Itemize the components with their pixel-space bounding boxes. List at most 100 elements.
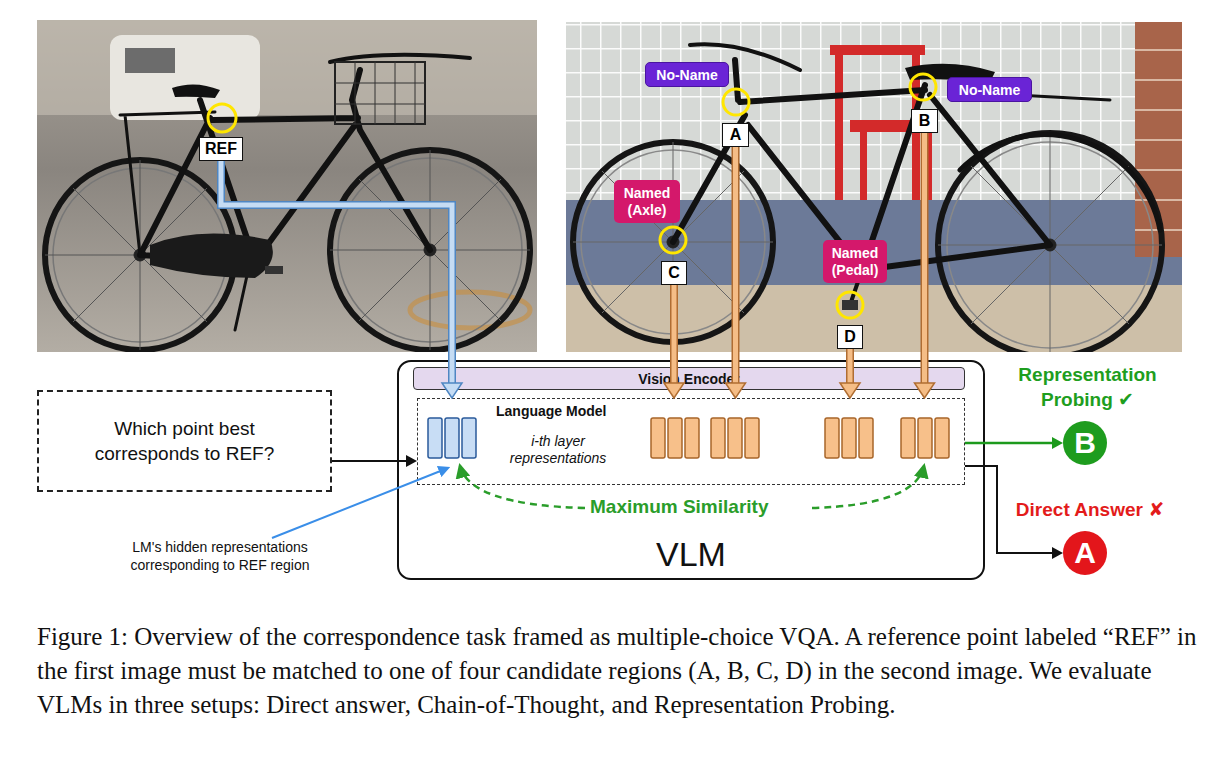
bicycle-wheel xyxy=(573,133,1162,352)
candidate-representation-bars-part xyxy=(918,418,932,458)
arrow-outline xyxy=(221,161,452,384)
candidate-representation-bars-part xyxy=(825,418,839,458)
bicycle-frame xyxy=(673,44,1160,305)
ref-marker xyxy=(208,104,236,132)
candidate-representation-bars-part xyxy=(651,418,665,458)
candidate-marker-part xyxy=(660,227,686,253)
arrow-body xyxy=(733,147,738,384)
figure-caption: Figure 1: Overview of the correspondence… xyxy=(37,620,1202,722)
ref-representation-bars xyxy=(428,418,476,458)
candidate-marker xyxy=(660,74,936,318)
bicycle-frame xyxy=(120,55,470,330)
no-name-tag: No-Name xyxy=(645,62,729,87)
point-label: B xyxy=(911,109,938,133)
question-box: Which point best corresponds to REF? xyxy=(37,390,332,492)
bicycle-frame-part xyxy=(335,62,425,124)
connector-arrow xyxy=(840,349,860,398)
vlm-box: VLM Vision EncoderLanguage Model i-th laye… xyxy=(397,360,985,580)
connector-arrow xyxy=(726,147,746,398)
node-text: Language Model xyxy=(496,403,606,419)
candidate-representation-bars-part xyxy=(685,418,699,458)
node-text: B xyxy=(919,112,931,130)
bicycle-frame-part xyxy=(960,135,1160,230)
ref-representation-bars-part xyxy=(445,418,459,458)
node-text: Named (Pedal) xyxy=(827,245,883,279)
arrow-outline xyxy=(670,285,678,384)
answer-circle: B xyxy=(1063,421,1107,465)
arrow-head xyxy=(840,383,860,398)
arrow-outline xyxy=(732,147,740,384)
node-text: Vision Encoder xyxy=(638,371,740,387)
brick-mortar xyxy=(1135,50,1182,230)
similarity-arrow xyxy=(460,466,585,508)
node-text: C xyxy=(668,264,680,282)
arrow-body xyxy=(922,133,927,384)
node-text: Named (Axle) xyxy=(618,185,676,219)
named-tag: Named (Pedal) xyxy=(823,240,887,283)
candidate-representation-bars-part xyxy=(728,418,742,458)
ref-representation-bars-part xyxy=(428,418,442,458)
node-text: A xyxy=(1074,536,1096,570)
node-text: REF xyxy=(205,140,237,158)
vision-encoder-band: Vision Encoder xyxy=(413,367,965,390)
red-chairs-part xyxy=(835,55,843,215)
candidate-representation-bars-part xyxy=(935,418,949,458)
point-label: C xyxy=(661,261,687,285)
point-label: REF xyxy=(199,137,243,161)
answer-circle: A xyxy=(1063,531,1107,575)
node-text: i-th layer representations xyxy=(502,433,614,467)
arrow-head xyxy=(406,455,417,467)
arrow-head xyxy=(664,383,684,398)
node-text: VLM xyxy=(399,535,983,574)
arrow-body xyxy=(965,442,1053,445)
candidate-marker-part xyxy=(837,292,863,318)
edge-label: Direct Answer ✘ xyxy=(995,497,1185,522)
point-label: A xyxy=(722,123,749,147)
arrow-body xyxy=(672,285,677,384)
node-text: B xyxy=(1074,426,1096,460)
red-chairs-part xyxy=(830,45,925,55)
bicycle-frame-part xyxy=(120,112,215,255)
bicycle-saddle xyxy=(172,84,220,98)
bicycle-frame-part xyxy=(673,60,1050,270)
chain-guard xyxy=(150,234,273,278)
no-name-tag: No-Name xyxy=(947,77,1032,102)
bicycle-frame-part xyxy=(330,55,470,62)
candidate-marker-part xyxy=(723,89,749,115)
bicycle-pedal xyxy=(842,300,858,310)
candidate-marker-part xyxy=(910,74,936,100)
bicycle-wheel xyxy=(45,150,530,350)
reference-photo-part xyxy=(125,48,175,73)
node-text: D xyxy=(844,328,856,346)
node-text: No-Name xyxy=(959,82,1020,98)
candidate-representation-bars-part xyxy=(711,418,725,458)
leader-line xyxy=(272,468,448,538)
candidate-representation-bars-part xyxy=(859,418,873,458)
candidate-representation-bars-part xyxy=(668,418,682,458)
ref-representation-bars-part xyxy=(462,418,476,458)
arrow-body xyxy=(848,349,853,384)
arrow-head xyxy=(726,383,746,398)
edge-label: Representation Probing ✔ xyxy=(1000,362,1175,412)
candidate-representation-bars xyxy=(651,418,949,458)
reference-photo-part xyxy=(110,35,260,120)
bicycle-pedal xyxy=(265,266,283,274)
connector-arrow xyxy=(221,161,462,398)
arrow-outline xyxy=(921,133,929,384)
candidate-representation-bars-part xyxy=(745,418,759,458)
named-tag: Named (Axle) xyxy=(614,180,680,223)
similarity-arrow xyxy=(812,466,924,508)
bicycle-frame-part xyxy=(335,62,425,124)
connector-arrow xyxy=(332,455,417,467)
annotation-label: Maximum Similarity xyxy=(590,496,768,518)
connector-arrow xyxy=(664,285,684,398)
candidate-representation-bars-part xyxy=(842,418,856,458)
bicycle-frame-part xyxy=(140,70,430,262)
arrow-outline xyxy=(846,349,854,384)
node-text: Which point best corresponds to REF? xyxy=(79,416,290,466)
arrow-head xyxy=(915,383,935,398)
target-photo xyxy=(566,22,1182,352)
annotation-label: LM's hidden representations correspondin… xyxy=(95,538,345,574)
